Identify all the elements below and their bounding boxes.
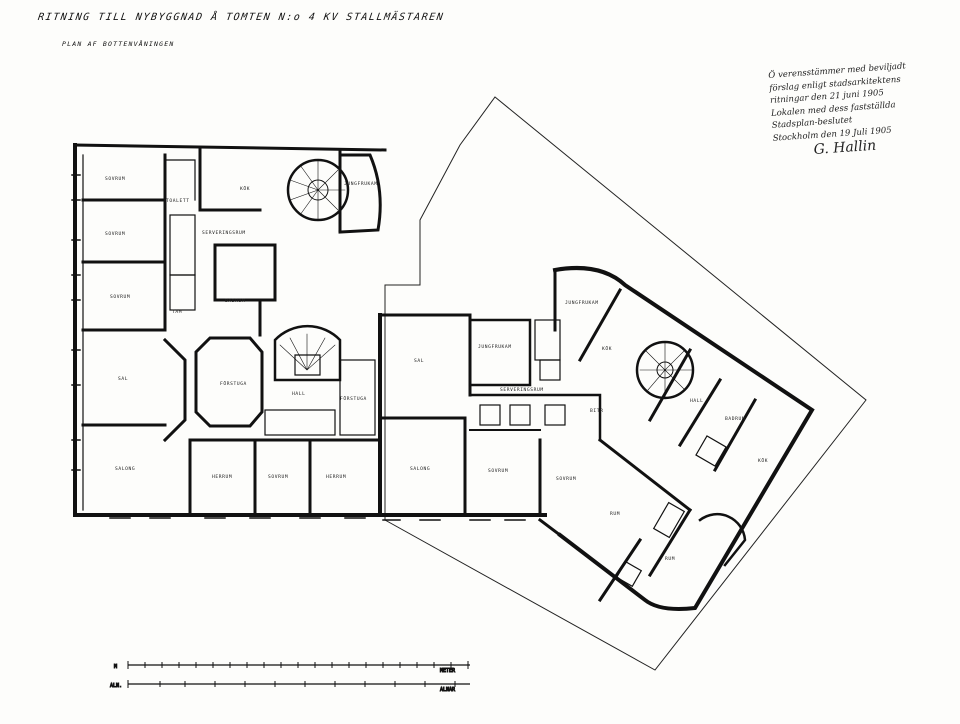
room-label: TAM — [172, 309, 182, 315]
room-label: SOVRUM — [488, 468, 508, 474]
room-label: HALL — [690, 398, 703, 404]
middle-block — [378, 313, 602, 521]
room-label: TOALETT — [166, 198, 190, 204]
room-labels: SOVRUM SOVRUM SOVRUM SAL SALONG FÖRSTUGA… — [105, 176, 768, 562]
room-label: BADRUM — [725, 416, 745, 422]
scale-label: METER — [440, 668, 456, 674]
room-label: SERVERINGSRUM — [500, 387, 544, 393]
room-label: BADRUM — [225, 298, 245, 304]
room-label: RUM — [665, 556, 675, 562]
drawing-subtitle: PLAN AF BOTTENVÅNINGEN — [62, 40, 175, 48]
room-label: RUM — [610, 511, 620, 517]
right-wing — [537, 265, 815, 611]
room-label: HALL — [292, 391, 305, 397]
room-label: SERVERINGSRUM — [202, 230, 246, 236]
room-label: SOVRUM — [105, 231, 125, 237]
room-label: KÖK — [240, 185, 250, 192]
room-label: JUNGFRUKAM — [478, 344, 512, 350]
room-label: SAL — [118, 376, 128, 382]
room-label: KÖK — [602, 345, 612, 352]
room-label: SOVRUM — [268, 474, 288, 480]
room-label: HERRUM — [326, 474, 346, 480]
scale-label: ALNAR — [440, 687, 456, 693]
scale-bars: M METER ALN. ALNAR — [110, 661, 470, 694]
room-label: FÖRSTUGA — [220, 380, 247, 387]
room-label: JUNGFRUKAM — [344, 181, 378, 187]
left-wing — [71, 143, 387, 519]
room-label: SALONG — [115, 466, 135, 472]
room-label: SAL — [414, 358, 424, 364]
room-label: KÖK — [758, 457, 768, 464]
scale-unit: M — [114, 664, 117, 670]
room-label: SOVRUM — [110, 294, 130, 300]
site-boundary — [384, 96, 867, 671]
room-label: JUNGFRUKAM — [565, 300, 599, 306]
room-label: FÖRSTUGA — [340, 395, 367, 402]
scale-unit: ALN. — [110, 683, 122, 689]
room-label: SOVRUM — [105, 176, 125, 182]
room-label: HERRUM — [212, 474, 232, 480]
room-label: SOVRUM — [556, 476, 576, 482]
room-label: SALONG — [410, 466, 430, 472]
room-label: BITR — [590, 408, 603, 414]
